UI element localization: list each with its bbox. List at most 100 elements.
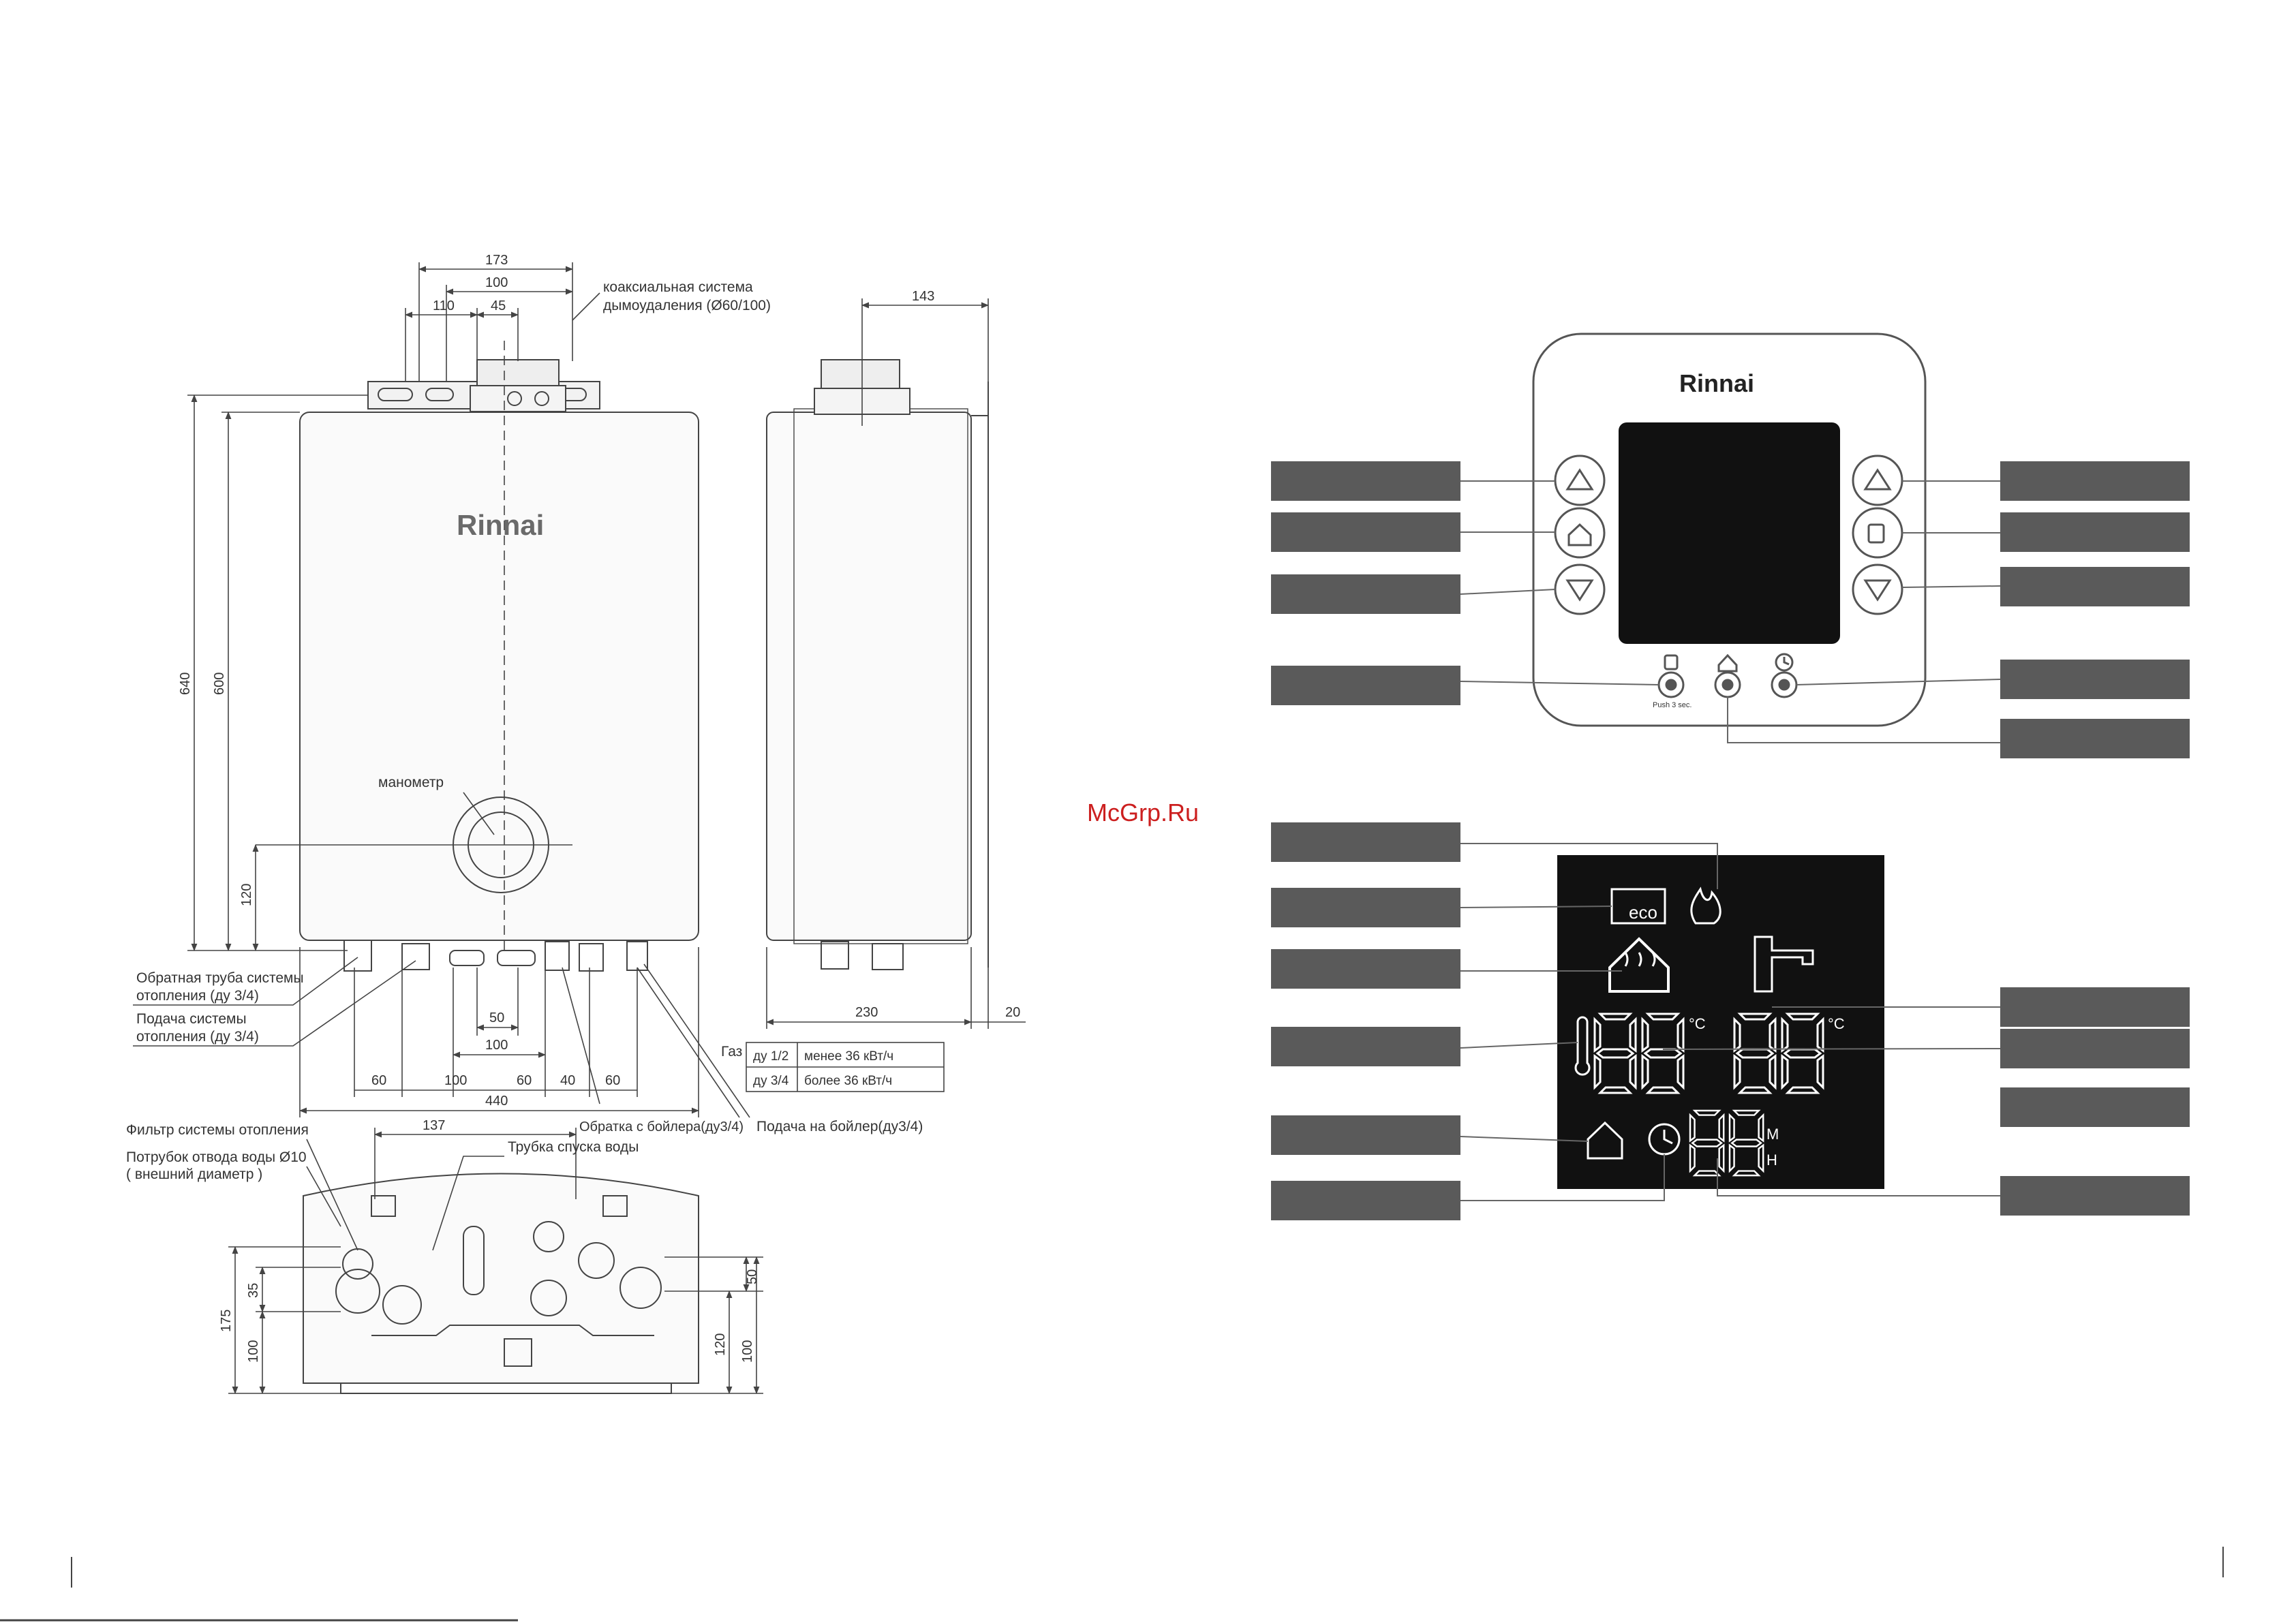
callout-heating-temp xyxy=(1271,1027,1460,1066)
push-3-sec-label: Push 3 sec. xyxy=(1653,701,1692,709)
supply-label-line2: отопления (ду 3/4) xyxy=(136,1029,259,1045)
side-dims xyxy=(765,298,1026,1029)
dim-143: 143 xyxy=(912,289,934,304)
drain-label-line1: Потрубок отвода воды Ø10 xyxy=(126,1149,307,1165)
away-house-icon xyxy=(1717,653,1738,673)
dim-137: 137 xyxy=(423,1118,445,1133)
callout-flame xyxy=(1271,822,1460,862)
dim-60-a: 60 xyxy=(371,1073,386,1088)
drain-label-line2: ( внешний диаметр ) xyxy=(126,1166,262,1182)
dim-60-c: 60 xyxy=(517,1073,532,1088)
bottom-dims xyxy=(228,1128,763,1395)
dim-50-bottom: 50 xyxy=(745,1269,760,1284)
return-label-line2: отопления (ду 3/4) xyxy=(136,988,259,1004)
clock-icon xyxy=(1775,653,1794,672)
dim-100-top: 100 xyxy=(485,275,508,290)
flue-label-line2: дымоудаления (Ø60/100) xyxy=(603,298,771,313)
dim-120-bottom: 120 xyxy=(713,1333,728,1356)
time-unit-h: H xyxy=(1766,1151,1777,1169)
callout-timer xyxy=(2000,660,2190,699)
supply-label-line1: Подача системы xyxy=(136,1011,247,1027)
panel-screen xyxy=(1619,422,1840,644)
refill-icon xyxy=(1664,654,1679,670)
away-mode-icon xyxy=(1587,1121,1623,1160)
dim-60-d: 60 xyxy=(605,1073,620,1088)
front-dims-left xyxy=(187,394,368,952)
up-arrow-icon xyxy=(1863,468,1892,491)
front-view xyxy=(256,341,699,972)
side-view xyxy=(766,359,989,970)
up-arrow-icon xyxy=(1565,468,1594,491)
bottom-body xyxy=(303,1173,699,1384)
callout-left-up xyxy=(1271,461,1460,501)
lcd-display: eco °C °C M H xyxy=(1557,855,1884,1189)
down-arrow-icon xyxy=(1863,579,1892,602)
boiler-supply-label: Подача на бойлер(ду3/4) xyxy=(756,1119,923,1134)
dim-40: 40 xyxy=(560,1073,575,1088)
callout-heating xyxy=(1271,512,1460,552)
callout-time xyxy=(2000,1176,2190,1216)
hot-water-button[interactable] xyxy=(1852,507,1903,559)
hot-water-tap-icon xyxy=(1867,523,1885,544)
gas-table: Газ ду 1/2 менее 36 кВт/ч ду 3/4 более 3… xyxy=(721,1042,945,1092)
dim-35: 35 xyxy=(246,1283,261,1298)
gas-row1-size: ду 1/2 xyxy=(753,1049,789,1064)
callout-refill xyxy=(1271,666,1460,705)
dim-175: 175 xyxy=(219,1310,234,1332)
callout-water-temp xyxy=(2000,1029,2190,1068)
front-dims-top xyxy=(404,262,600,382)
time-unit-m: M xyxy=(1766,1126,1779,1143)
tap-icon xyxy=(1754,936,1814,993)
flue-label-line1: коаксиальная система xyxy=(603,279,753,295)
dim-640: 640 xyxy=(178,673,193,695)
heating-button[interactable] xyxy=(1554,507,1606,559)
lcd-callouts xyxy=(1271,822,2190,1220)
callout-clock xyxy=(1271,1181,1460,1220)
right-up-button[interactable] xyxy=(1852,454,1903,506)
drain-tube-label: Трубка спуска воды xyxy=(508,1139,639,1155)
dim-173: 173 xyxy=(485,253,508,268)
return-label-line1: Обратная труба системы xyxy=(136,970,304,986)
boiler-body xyxy=(299,412,699,941)
bottom-view xyxy=(303,1173,699,1394)
boiler-return-label: Обратка с бойлера(ду3/4) xyxy=(579,1119,744,1134)
dim-100-bottom-left: 100 xyxy=(246,1340,261,1363)
down-arrow-icon xyxy=(1565,579,1594,602)
panel-callouts xyxy=(1271,461,2190,758)
flue-outlet xyxy=(476,359,560,388)
watermark: McGrp.Ru xyxy=(1087,799,1199,826)
manometer-label: манометр xyxy=(378,775,444,790)
dim-440: 440 xyxy=(485,1094,508,1109)
dim-110: 110 xyxy=(433,298,455,313)
dim-600: 600 xyxy=(212,673,227,695)
temp-left-unit: °C xyxy=(1689,1015,1706,1032)
dim-230: 230 xyxy=(855,1005,878,1020)
callout-heating-mode xyxy=(1271,949,1460,989)
gas-label: Газ xyxy=(721,1044,742,1060)
callout-right-down xyxy=(2000,567,2190,606)
callout-away xyxy=(2000,719,2190,758)
front-brand-logo: Rinnai xyxy=(457,509,544,541)
callout-hot-water xyxy=(2000,512,2190,552)
bottom-fittings xyxy=(343,940,648,972)
left-up-button[interactable] xyxy=(1554,454,1606,506)
callout-tap xyxy=(2000,987,2190,1027)
filter-label: Фильтр системы отопления xyxy=(126,1122,309,1138)
left-down-button[interactable] xyxy=(1554,563,1606,615)
heating-icon xyxy=(1608,937,1670,993)
callout-away-mode xyxy=(1271,1115,1460,1155)
dim-100-bottom-right: 100 xyxy=(740,1340,755,1363)
callout-left-down xyxy=(1271,574,1460,614)
dim-100-b: 100 xyxy=(444,1073,467,1088)
callout-eco xyxy=(1271,888,1460,927)
thermometer-icon xyxy=(1574,1016,1591,1076)
dim-50: 50 xyxy=(489,1010,504,1025)
right-down-button[interactable] xyxy=(1852,563,1903,615)
dim-120-left: 120 xyxy=(239,884,254,906)
control-panel: Rinnai Push xyxy=(1532,333,1927,727)
callout-blank xyxy=(2000,1087,2190,1127)
side-body xyxy=(766,412,972,941)
temp-right-unit: °C xyxy=(1828,1015,1845,1032)
flame-icon xyxy=(1690,886,1721,925)
dim-100-mid: 100 xyxy=(485,1038,508,1053)
